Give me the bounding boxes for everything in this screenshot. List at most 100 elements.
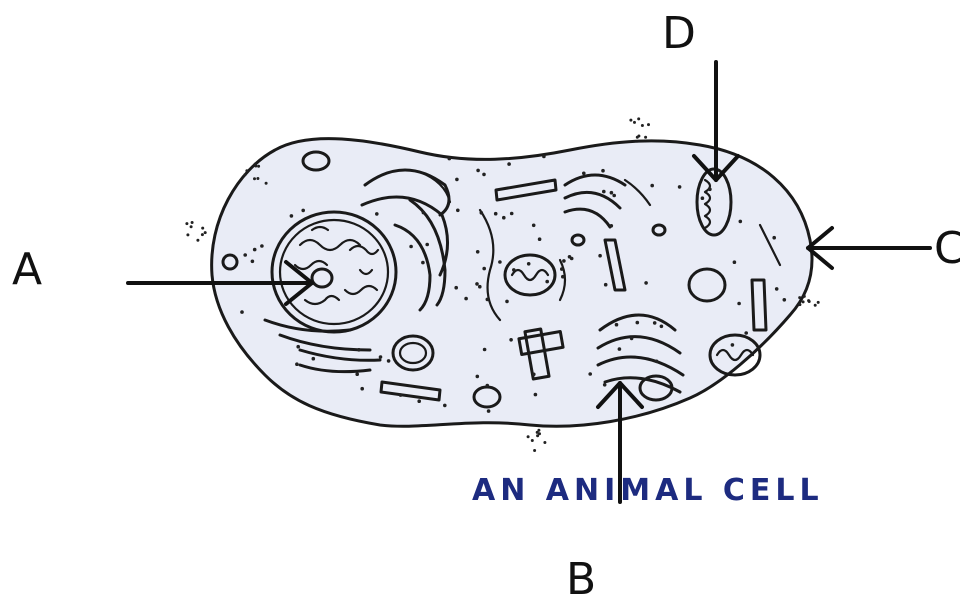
ribosome-dot: [480, 211, 484, 215]
ribosome-dot: [482, 267, 486, 271]
ribosome-dot: [545, 280, 549, 284]
ribosome-dot: [542, 155, 546, 159]
ribosome-dot: [739, 220, 743, 224]
ribosome-dot: [655, 360, 659, 364]
speckle-dot: [543, 441, 546, 444]
diagram-caption: AN ANIMAL CELL: [472, 473, 824, 508]
ribosome-dot: [387, 359, 391, 363]
ribosome-dot: [775, 287, 779, 291]
speckle-dot: [201, 233, 204, 236]
ribosome-dot: [260, 244, 264, 248]
speckle-dot: [196, 239, 199, 242]
ribosome-dot: [601, 169, 605, 173]
speckle-dot: [201, 227, 204, 230]
speckle-dot: [538, 432, 541, 435]
ribosome-dot: [538, 237, 542, 241]
speckle-dot: [802, 300, 805, 303]
ribosome-dot: [425, 243, 429, 247]
ribosome-dot: [456, 209, 460, 213]
speckle-dot: [644, 136, 647, 139]
speckle-dot: [637, 135, 640, 138]
ribosome-dot: [561, 275, 565, 279]
speckle-dot: [814, 304, 817, 307]
speckle-dot: [633, 121, 636, 124]
ribosome-dot: [417, 399, 421, 403]
speckle-dot: [641, 124, 644, 127]
speckle-dot: [531, 439, 534, 442]
ribosome-dot: [630, 337, 634, 341]
speckle-dot: [533, 449, 536, 452]
ribosome-dot: [421, 261, 425, 265]
ribosome-dot: [455, 178, 459, 182]
ribosome-dot: [483, 348, 487, 352]
ribosome-dot: [603, 383, 607, 387]
ribosome-dot: [296, 345, 300, 349]
speckle-dot: [204, 231, 207, 234]
ribosome-dot: [636, 321, 640, 325]
ribosome-dot: [708, 188, 712, 192]
ribosome-dot: [610, 191, 614, 195]
ribosome-dot: [562, 259, 566, 263]
ribosome-dot: [731, 343, 735, 347]
ribosome-dot: [295, 362, 299, 366]
ribosome-dot: [772, 236, 776, 240]
speckle-dot: [807, 299, 810, 302]
ribosome-dot: [482, 173, 486, 177]
ribosome-dot: [737, 302, 741, 306]
speckle-dot: [629, 119, 632, 122]
ribosome-dot: [379, 355, 383, 359]
ribosome-dot: [399, 393, 403, 397]
speckle-dot: [803, 295, 806, 298]
ribosome-dot: [243, 253, 247, 257]
ribosome-dot: [502, 216, 506, 220]
ribosome-dot: [604, 283, 608, 287]
ribosome-dot: [498, 260, 502, 264]
ribosome-dot: [534, 393, 538, 397]
label-a: A: [12, 244, 42, 295]
ribosome-dot: [360, 387, 364, 391]
ribosome-dot: [476, 375, 480, 379]
ribosome-dot: [409, 245, 413, 249]
ribosome-dot: [448, 157, 452, 161]
speckle-dot: [265, 182, 268, 185]
speckle-dot: [798, 296, 801, 299]
ribosome-dot: [443, 404, 447, 408]
speckle-dot: [191, 221, 194, 224]
ribosome-dot: [301, 209, 305, 213]
ribosome-dot: [744, 331, 748, 335]
speckle-dot: [254, 163, 257, 166]
speckle-dot: [244, 173, 247, 176]
ribosome-dot: [532, 224, 536, 228]
arrow-c: [808, 228, 930, 268]
speckle-dot: [647, 123, 650, 126]
speckle-dot: [637, 117, 640, 120]
ribosome-dot: [612, 194, 616, 198]
ribosome-dot: [251, 260, 255, 264]
speckle-dot: [245, 169, 248, 172]
speckle-dot: [186, 233, 189, 236]
ribosome-dot: [510, 212, 514, 216]
ribosome-dot: [678, 185, 682, 189]
ribosome-dot: [505, 300, 509, 304]
ribosome-dot: [486, 298, 490, 302]
ribosome-dot: [253, 248, 257, 252]
ribosome-dot: [602, 190, 606, 194]
ribosome-dot: [312, 357, 316, 361]
ribosome-dot: [464, 297, 468, 301]
speckle-dot: [253, 177, 256, 180]
ribosome-dot: [475, 282, 479, 286]
speckle-dot: [256, 177, 259, 180]
ribosome-dot: [783, 298, 787, 302]
ribosome-dot: [422, 211, 426, 215]
ribosome-dot: [568, 255, 572, 259]
ribosome-dot: [478, 285, 482, 289]
ribosome-dot: [582, 172, 586, 176]
ribosome-dot: [598, 254, 602, 258]
speckle-dot: [190, 225, 193, 228]
ribosome-dot: [357, 348, 361, 352]
speckle-dot: [817, 301, 820, 304]
ribosome-dot: [588, 372, 592, 376]
ribosome-dot: [610, 224, 614, 228]
ribosome-dot: [512, 268, 516, 272]
